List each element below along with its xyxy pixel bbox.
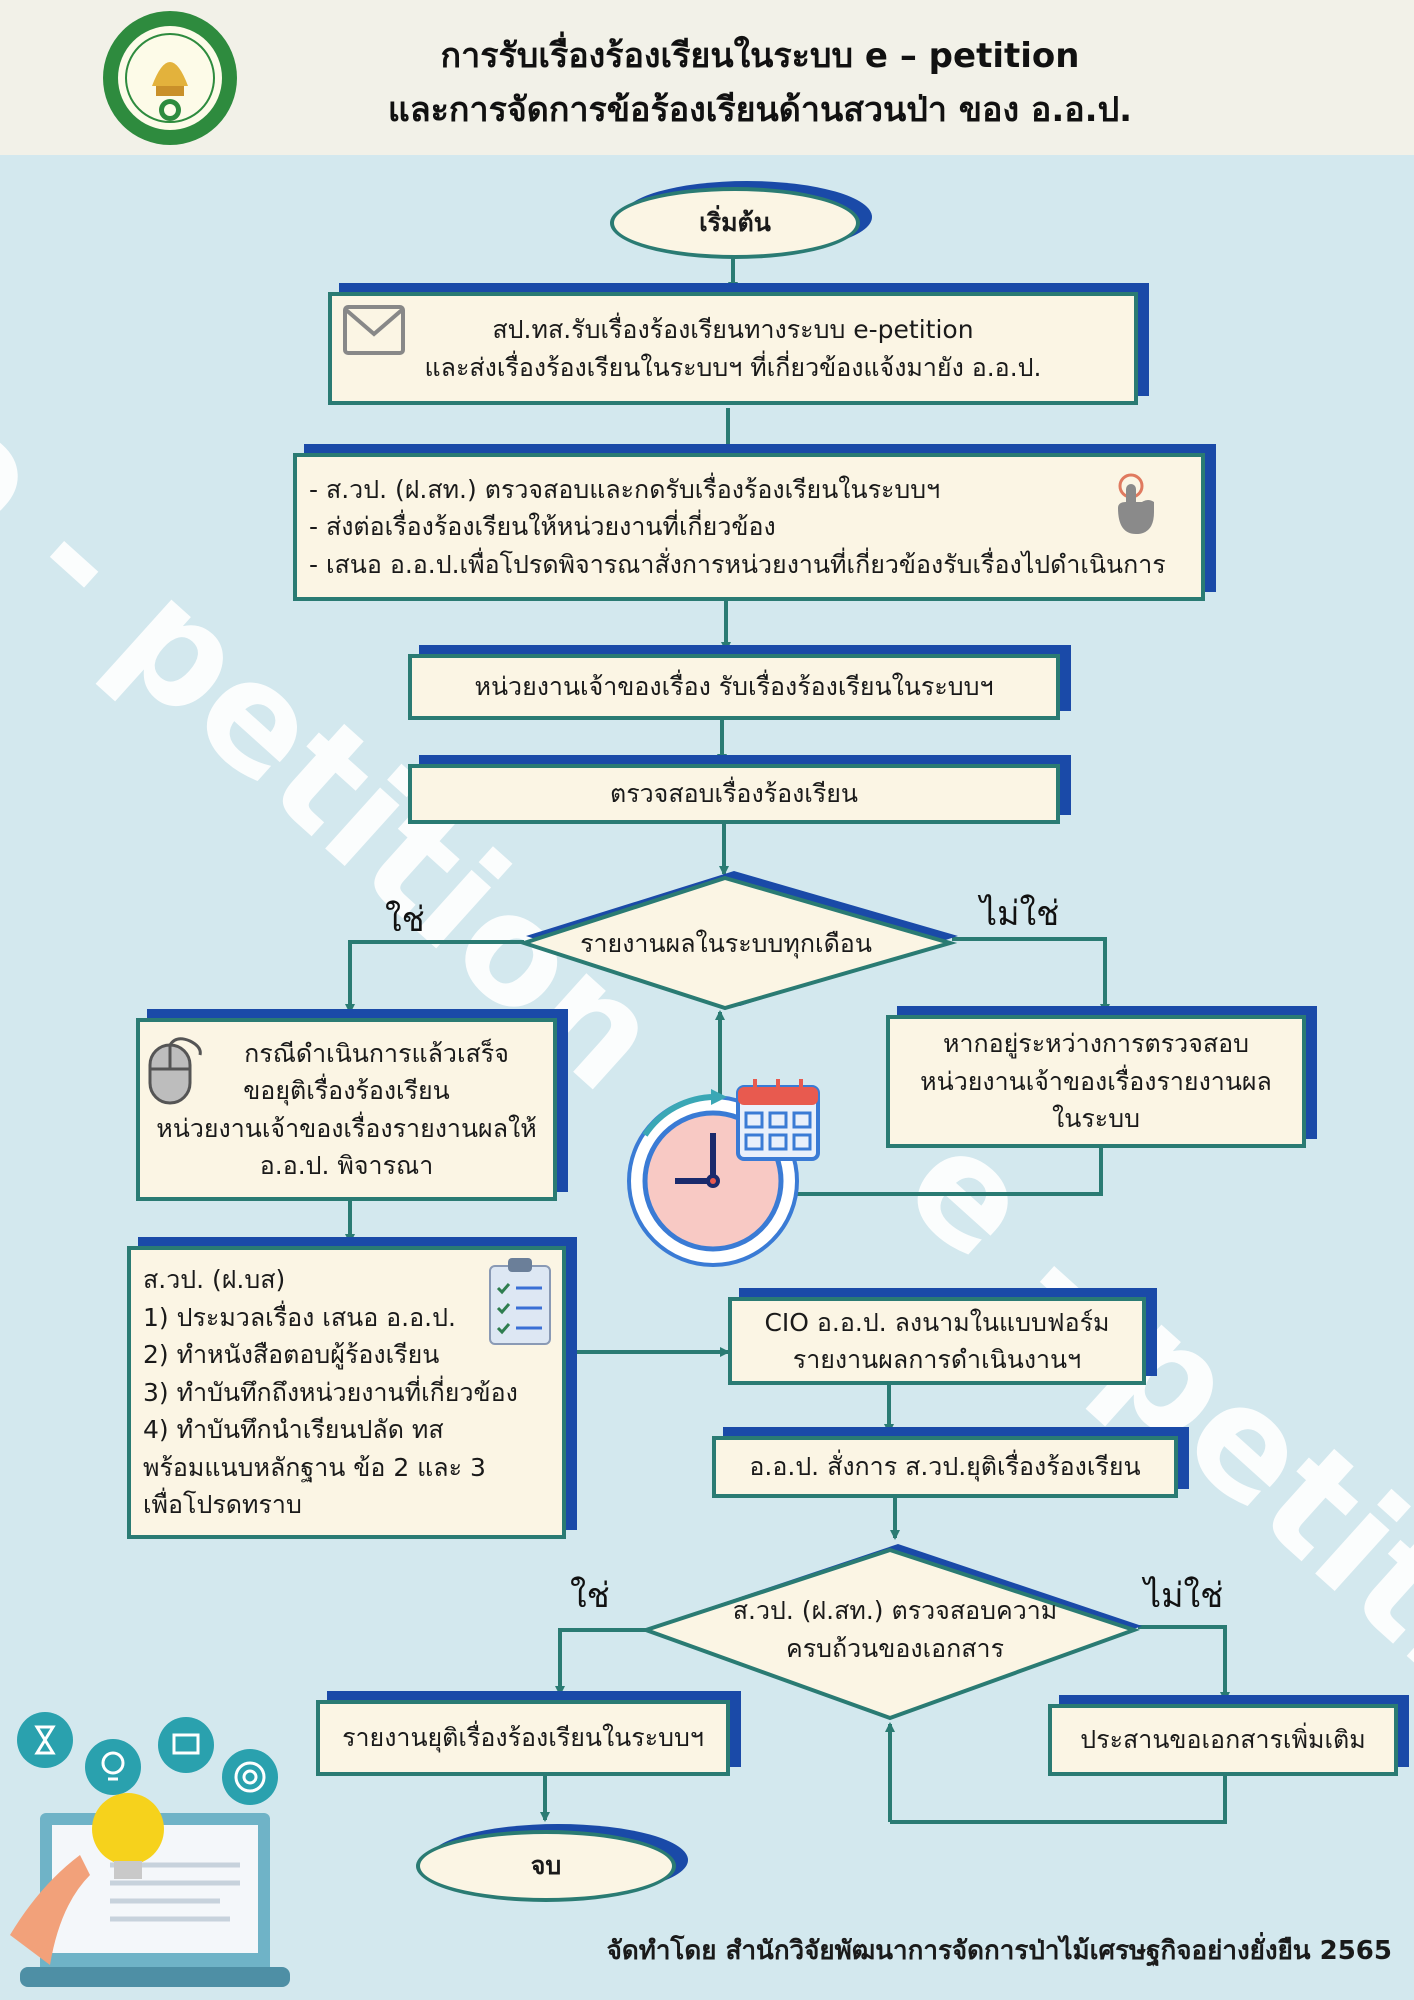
start-terminal: เริ่มต้น [610,187,860,259]
step5-line-6: พร้อมแนบหลักฐาน ข้อ 2 และ 3 [143,1452,486,1482]
decision2-line-2: ครบถ้วนของเอกสาร [785,1633,1005,1663]
hand-pointer-icon [1118,473,1154,534]
clock-calendar-icon [627,1079,820,1267]
yes1-line-2: ขอยุติเรื่องร้องเรียน [243,1076,450,1105]
title-line-1: การรับเรื่องร้องเรียนในระบบ e – petition [440,36,1080,76]
no1-line-1: หากอยู่ระหว่างการตรวจสอบ [942,1029,1250,1059]
step5-line-1: ส.วป. (ฝ.บส) [143,1265,286,1295]
step5-line-7: เพื่อโปรดทราบ [143,1490,302,1520]
step2-line-3: - เสนอ อ.อ.ป.เพื่อโปรดพิจารณาสั่งการหน่ว… [309,549,1166,579]
step2-line-1: - ส.วป. (ฝ.สท.) ตรวจสอบและกดรับเรื่องร้อ… [309,474,941,504]
idea-laptop-illustration [10,1712,290,1987]
step2-line-2: - ส่งต่อเรื่องร้องเรียนให้หน่วยงานที่เกี… [309,512,776,542]
step6-line-2: รายงานผลการดำเนินงานฯ [792,1345,1082,1374]
title-line-2: และการจัดการข้อร้องเรียนด้านสวนป่า ของ อ… [387,90,1133,130]
step1-line-1: สป.ทส.รับเรื่องร้องเรียนทางระบบ e-petiti… [492,315,974,344]
mouse-icon [148,1037,202,1105]
box-report-terminated: รายงานยุติเรื่องร้องเรียนในระบบฯ [316,1700,730,1776]
step-owner-receives: หน่วยงานเจ้าของเรื่อง รับเรื่องร้องเรียน… [408,654,1060,720]
yes1-line-3: หน่วยงานเจ้าของเรื่องรายงานผลให้ [156,1113,537,1143]
yes-label-2: ใช่ [570,1576,610,1616]
decision-document-check-shape [640,1544,1142,1721]
step5-line-2: 1) ประมวลเรื่อง เสนอ อ.อ.ป. [143,1302,456,1332]
yes-label-1: ใช่ [385,900,425,940]
step5-line-5: 4) ทำบันทึกนำเรียนปลัด ทส [143,1415,444,1445]
step-review-forward: - ส.วป. (ฝ.สท.) ตรวจสอบและกดรับเรื่องร้อ… [293,453,1205,601]
decision-document-check: ส.วป. (ฝ.สท.) ตรวจสอบความ ครบถ้วนของเอกส… [705,1592,1085,1667]
no1-line-3: ในระบบ [1052,1104,1140,1134]
decision2-line-1: ส.วป. (ฝ.สท.) ตรวจสอบความ [732,1596,1058,1625]
end-terminal: จบ [416,1830,676,1902]
decision-monthly-report: รายงานผลในระบบทุกเดือน [580,929,872,958]
no1-line-2: หน่วยงานเจ้าของเรื่องรายงานผล [920,1066,1272,1096]
step-investigate: ตรวจสอบเรื่องร้องเรียน [408,764,1060,824]
decision-monthly-report-shape [520,871,958,1011]
footer-credit: จัดทำโดย สำนักวิจัยพัฒนาการจัดการป่าไม้เ… [606,1936,1392,1966]
step1-line-2: และส่งเรื่องร้องเรียนในระบบฯ ที่เกี่ยวข้… [424,352,1042,382]
step-receive-petition: สป.ทส.รับเรื่องร้องเรียนทางระบบ e-petiti… [328,292,1138,405]
emblem-logo [103,11,237,145]
step5-line-3: 2) ทำหนังสือตอบผู้ร้องเรียน [143,1340,440,1370]
box-in-progress: หากอยู่ระหว่างการตรวจสอบ หน่วยงานเจ้าของ… [886,1015,1306,1148]
box-completed-case: กรณีดำเนินการแล้วเสร็จ ขอยุติเรื่องร้องเ… [136,1018,557,1201]
envelope-icon [343,305,405,355]
step5-line-4: 3) ทำบันทึกถึงหน่วยงานที่เกี่ยวข้อง [143,1377,518,1407]
step-order-terminate: อ.อ.ป. สั่งการ ส.วป.ยุติเรื่องร้องเรียน [712,1436,1178,1498]
no-label-2: ไม่ใช่ [1144,1576,1224,1616]
box-request-documents: ประสานขอเอกสารเพิ่มเติม [1048,1704,1398,1776]
yes1-line-1: กรณีดำเนินการแล้วเสร็จ [244,1038,509,1068]
yes1-line-4: อ.อ.ป. พิจารณา [259,1151,434,1180]
no-label-1: ไม่ใช่ [980,894,1060,934]
step6-line-1: CIO อ.อ.ป. ลงนามในแบบฟอร์ม [764,1307,1110,1337]
clipboard-checklist-icon [489,1258,551,1345]
step-cio-sign: CIO อ.อ.ป. ลงนามในแบบฟอร์ม รายงานผลการดำ… [728,1297,1146,1385]
